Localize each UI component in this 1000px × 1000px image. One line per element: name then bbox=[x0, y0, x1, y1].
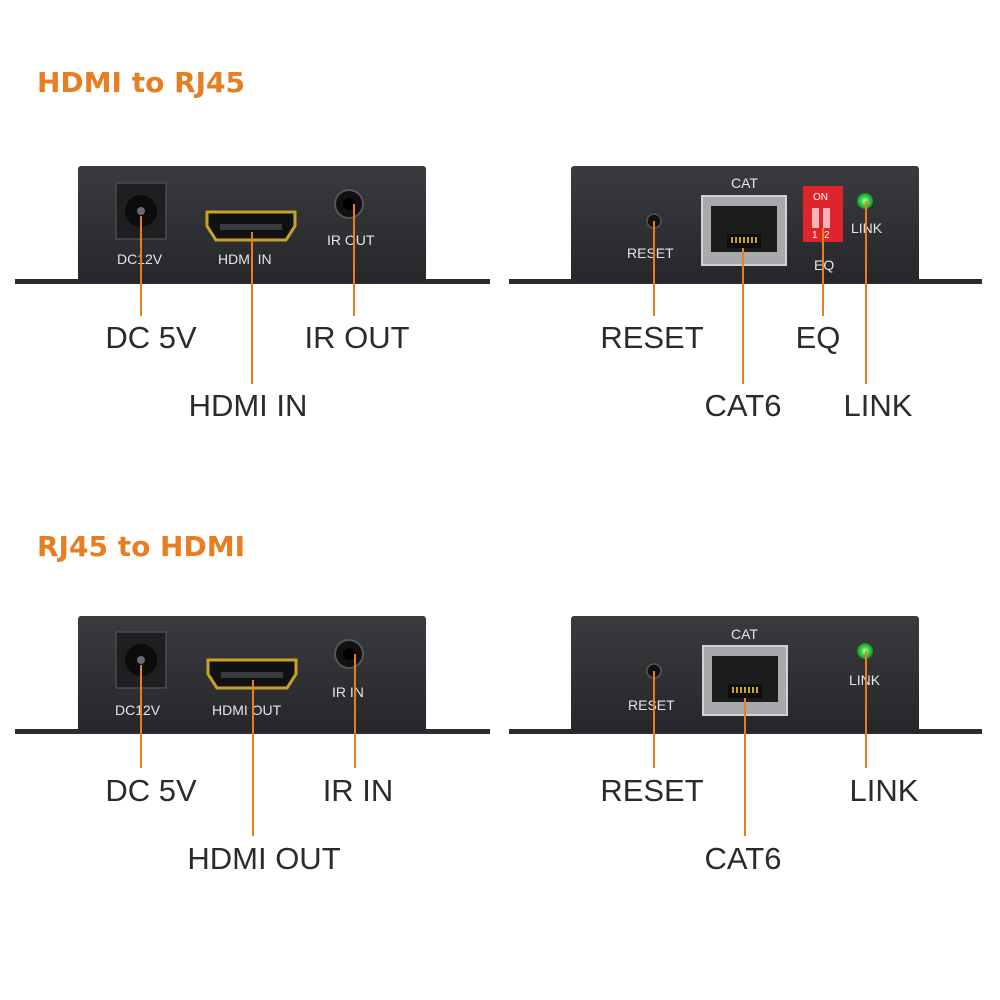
callout-dc-5v: DC 5V bbox=[105, 773, 197, 808]
callout-dc-5v: DC 5V bbox=[105, 320, 197, 355]
panel-label-hdmi-in: HDMI IN bbox=[218, 251, 272, 267]
callout-link: LINK bbox=[849, 773, 919, 808]
dip-label-2: 2 bbox=[824, 230, 830, 241]
dip-label-on: ON bbox=[813, 192, 828, 203]
callout-cat6: CAT6 bbox=[704, 388, 782, 423]
callout-hdmi-in: HDMI IN bbox=[188, 388, 308, 423]
callout-reset: RESET bbox=[600, 320, 704, 355]
panel-label-hdmi-out: HDMI OUT bbox=[212, 702, 282, 718]
section-title-rj45-to-hdmi: RJ45 to HDMI bbox=[37, 530, 246, 563]
callout-reset: RESET bbox=[600, 773, 704, 808]
panel-label-reset: RESET bbox=[627, 245, 674, 261]
ir-jack-icon bbox=[334, 639, 364, 669]
panel-label-ir-out: IR OUT bbox=[327, 232, 375, 248]
callout-eq: EQ bbox=[795, 320, 841, 355]
panel-label-reset: RESET bbox=[628, 697, 675, 713]
callout-cat6: CAT6 bbox=[704, 841, 782, 876]
callout-hdmi-out: HDMI OUT bbox=[187, 841, 341, 876]
panel-label-ir-in: IR IN bbox=[332, 684, 364, 700]
callout-ir-in: IR IN bbox=[322, 773, 394, 808]
panel-label-cat: CAT bbox=[731, 626, 758, 642]
hdmi-port-icon bbox=[205, 210, 297, 242]
panel-label-dc12v: DC12V bbox=[115, 702, 161, 718]
ir-jack-icon bbox=[334, 189, 364, 219]
dc-power-jack-icon bbox=[115, 631, 167, 689]
receiver-left-unit: DC12V HDMI OUT IR IN bbox=[15, 616, 490, 836]
receiver-right-unit: CAT RESET LINK bbox=[509, 616, 982, 836]
panel-label-link: LINK bbox=[849, 672, 881, 688]
transmitter-left-unit: DC12V HDMI IN IR OUT bbox=[15, 166, 490, 384]
panel-label-cat: CAT bbox=[731, 175, 758, 191]
callout-link: LINK bbox=[843, 388, 913, 423]
panel-label-eq: EQ bbox=[814, 257, 834, 273]
section-title-hdmi-to-rj45: HDMI to RJ45 bbox=[37, 66, 246, 99]
transmitter-right-unit: CAT RESET ON bbox=[509, 166, 982, 384]
panel-label-dc12v: DC12V bbox=[117, 251, 163, 267]
dip-label-1: 1 bbox=[812, 230, 818, 241]
hdmi-port-icon bbox=[206, 658, 298, 690]
callout-ir-out: IR OUT bbox=[304, 320, 410, 355]
